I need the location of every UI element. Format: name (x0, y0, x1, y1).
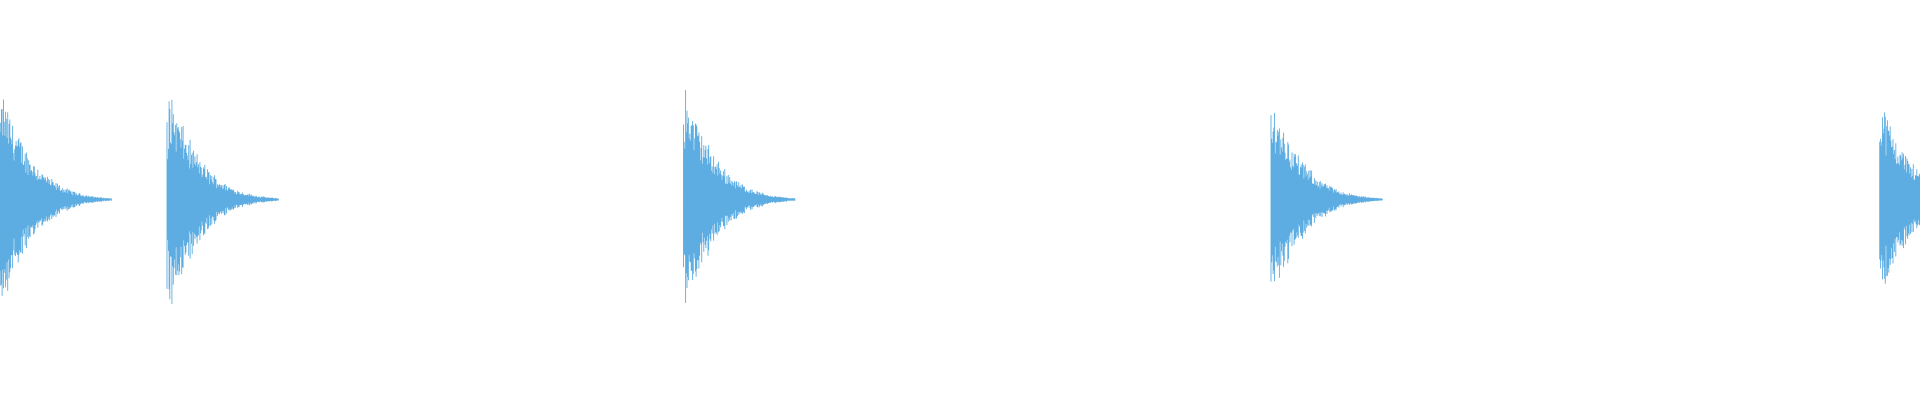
waveform-burst (0, 99, 112, 296)
waveform-burst-samples (1879, 112, 1920, 284)
waveform-burst (1879, 112, 1920, 284)
waveform-burst-samples (1270, 112, 1383, 282)
waveform-burst-samples (166, 99, 279, 304)
waveform-burst (166, 99, 279, 304)
waveform-burst (683, 90, 796, 303)
waveform-burst (1270, 112, 1383, 282)
waveform-burst-samples (683, 90, 796, 303)
waveform-bursts (0, 90, 1920, 304)
waveform-burst-samples (0, 99, 112, 296)
